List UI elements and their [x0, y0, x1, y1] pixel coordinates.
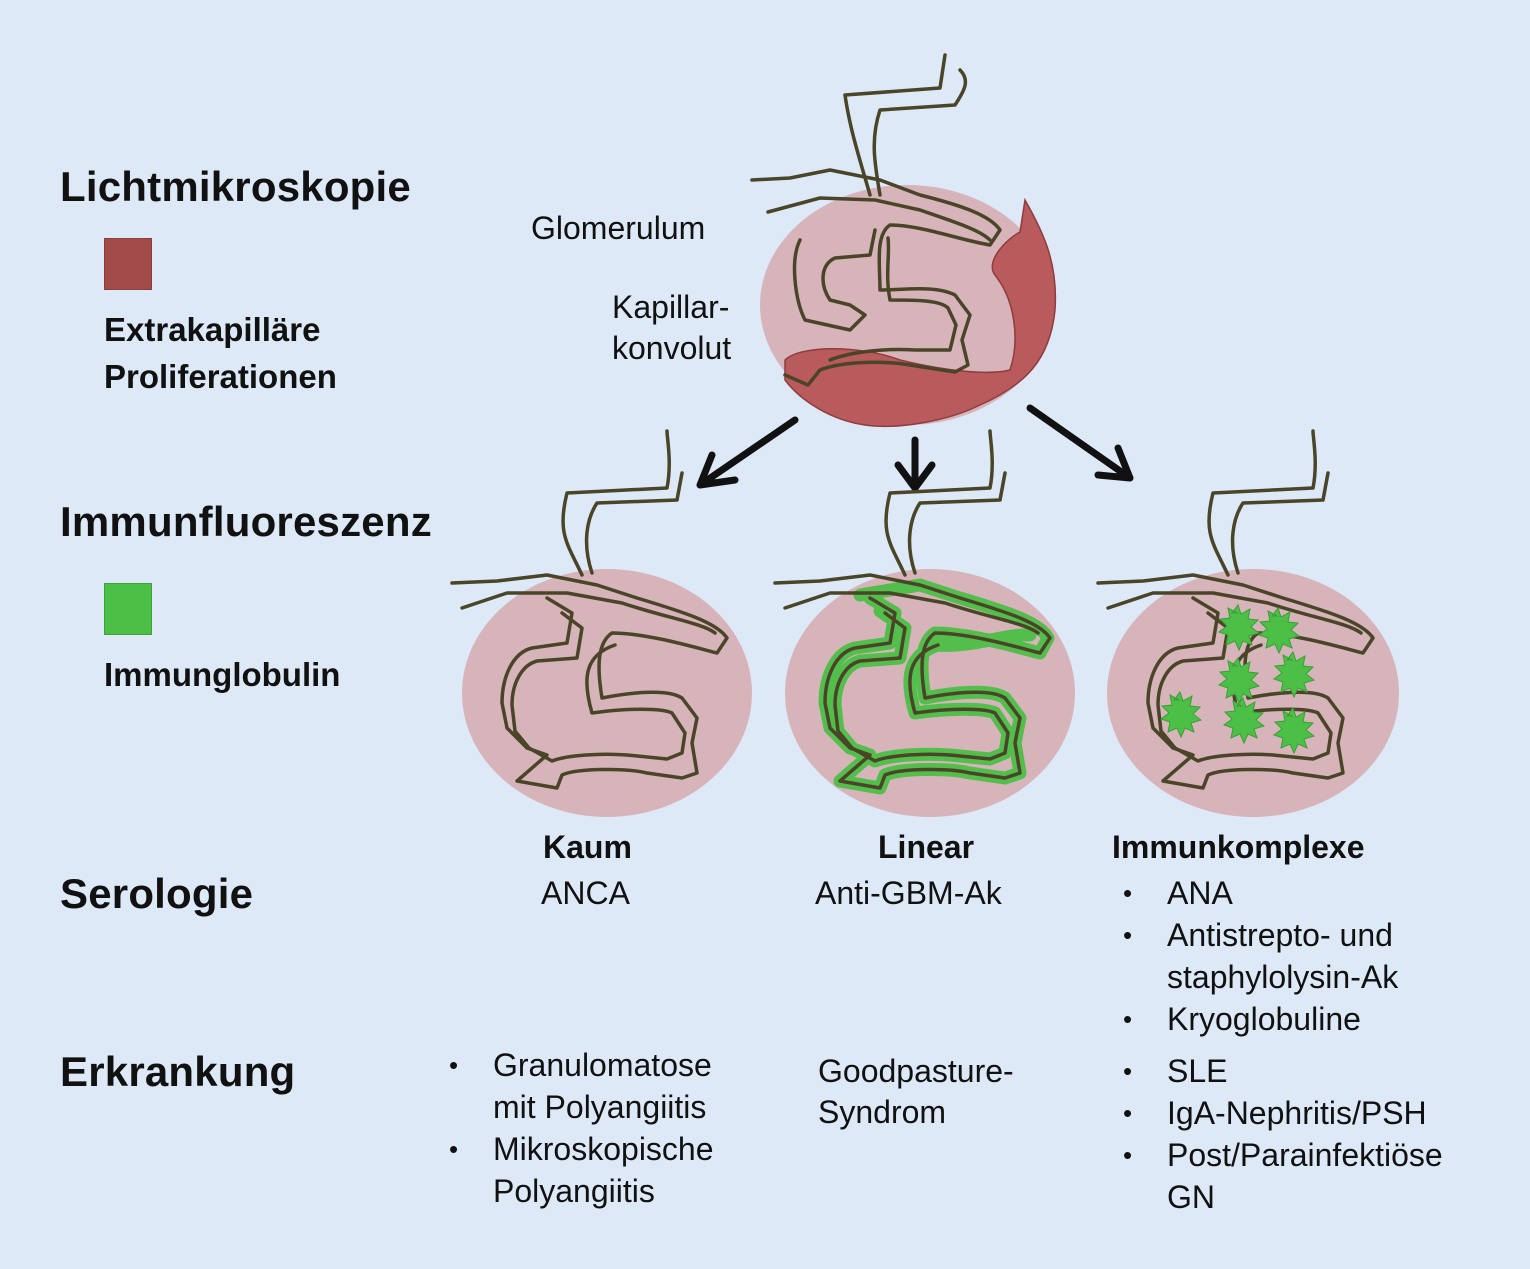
- disease-goodpasture-line1: Goodpasture-: [818, 1053, 1014, 1089]
- list-item: Antistrepto- und staphylolysin-Ak: [1117, 914, 1477, 998]
- serology-list-immunocomplex: ANA Antistrepto- und staphylolysin-Ak Kr…: [1117, 872, 1477, 1040]
- legend-label-immunoglobulin: Immunglobulin: [104, 656, 341, 693]
- legend-proliferation-line2: Proliferationen: [104, 358, 337, 395]
- legend-swatch-immunoglobulin: [104, 583, 152, 635]
- list-item: IgA-Nephritis/PSH: [1117, 1092, 1497, 1134]
- list-item: Post/Parainfektiöse GN: [1117, 1134, 1497, 1218]
- top-glomerulus: [750, 53, 1057, 428]
- row-title-light-microscopy: Lichtmikroskopie: [60, 163, 411, 210]
- serology-anti-gbm: Anti-GBM-Ak: [815, 875, 1002, 911]
- serology-anca: ANCA: [541, 875, 630, 911]
- label-glomerulum: Glomerulum: [531, 210, 706, 246]
- list-item: ANA: [1117, 872, 1477, 914]
- list-item: Kryoglobuline: [1117, 998, 1477, 1040]
- arrows: [696, 404, 1134, 492]
- arrow-left: [696, 416, 799, 489]
- disease-list-anca: Granulomatose mit Polyangiitis Mikroskop…: [443, 1044, 763, 1212]
- label-kapillar-line2: konvolut: [612, 330, 732, 366]
- legend-label-proliferation: Extrakapilläre Proliferationen: [104, 306, 337, 400]
- row-title-serology: Serologie: [60, 870, 254, 917]
- row-title-immunofluorescence: Immunfluoreszenz: [60, 498, 432, 545]
- list-item: SLE: [1117, 1050, 1497, 1092]
- disease-goodpasture: Goodpasture- Syndrom: [818, 1051, 1014, 1133]
- disease-list-immunocomplex: SLE IgA-Nephritis/PSH Post/Parainfektiös…: [1117, 1050, 1497, 1218]
- legend-proliferation-line1: Extrakapilläre: [104, 311, 321, 348]
- pattern-kaum: Kaum: [543, 829, 632, 865]
- arrow-center: [894, 436, 936, 492]
- pattern-linear: Linear: [878, 829, 975, 865]
- immune-deposits: [1159, 603, 1316, 755]
- glomerulus-linear: [773, 429, 1075, 817]
- disease-goodpasture-line2: Syndrom: [818, 1094, 947, 1130]
- glomerulus-immunocomplex: [1096, 429, 1399, 817]
- list-item: Granulomatose mit Polyangiitis: [443, 1044, 763, 1128]
- proliferation-crescent: [784, 197, 1057, 428]
- legend-swatch-proliferation: [104, 238, 152, 290]
- glomerulus-anca: [450, 429, 752, 817]
- arrow-right: [1026, 404, 1134, 482]
- pattern-immunkomplexe: Immunkomplexe: [1112, 829, 1365, 865]
- label-kapillar-line1: Kapillar-: [612, 289, 730, 325]
- label-kapillarkonvolut: Kapillar- konvolut: [612, 287, 731, 369]
- row-title-disease: Erkrankung: [60, 1048, 296, 1095]
- list-item: Mikroskopische Polyangiitis: [443, 1128, 763, 1212]
